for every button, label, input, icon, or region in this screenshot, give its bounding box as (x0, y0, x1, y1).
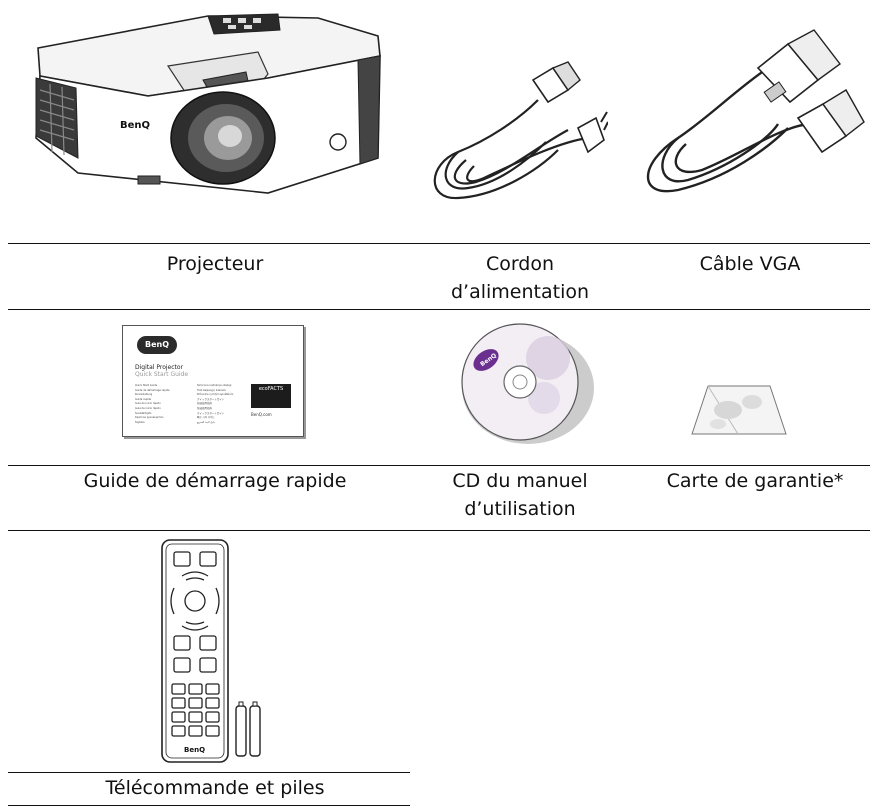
row-divider-1 (8, 243, 870, 244)
caption-quick-start-guide: Guide de démarrage rapide (83, 470, 347, 492)
projector-image: BenQ (35, 13, 381, 194)
caption-user-manual-cd-line1: CD du manuel (452, 470, 588, 492)
row-divider-2 (8, 309, 870, 310)
guide-subtitle: Quick Start Guide (135, 371, 189, 378)
batteries-image (235, 701, 261, 757)
caption-power-cord-line2: d’alimentation (450, 281, 590, 303)
guide-site: BenQ.com (251, 412, 272, 417)
caption-power-cord-line1: Cordon (485, 253, 555, 275)
caption-vga-cable: Câble VGA (699, 253, 801, 275)
projector-brand-logo: BenQ (120, 120, 150, 131)
row-divider-4 (8, 530, 870, 531)
guide-brand-logo: BenQ (137, 336, 177, 354)
guide-lines-right: Skrócona instrukcja obsługi Hızlı başlan… (197, 384, 234, 424)
remote-brand-logo: BenQ (184, 746, 205, 754)
row-divider-5 (8, 772, 410, 773)
row-divider-6 (8, 805, 410, 806)
user-manual-cd-image: BenQ (461, 323, 594, 444)
power-cord-image (433, 61, 608, 200)
guide-ecofacts-badge: ecoFACTS (251, 384, 291, 408)
guide-title: Digital Projector (135, 364, 184, 371)
caption-projector: Projecteur (166, 253, 264, 275)
caption-power-cord: Cordon d’alimentation (430, 250, 610, 306)
caption-remote-and-batteries: Télécommande et piles (105, 777, 325, 799)
row-divider-3 (8, 465, 870, 466)
caption-user-manual-cd: CD du manuel d’utilisation (420, 467, 620, 523)
guide-lines-left: Quick Start Guide Guide de démarrage rap… (135, 384, 170, 424)
warranty-card-image (691, 385, 787, 435)
caption-user-manual-cd-line2: d’utilisation (464, 498, 576, 520)
remote-control-image: BenQ (161, 539, 261, 763)
vga-cable-image (646, 29, 865, 193)
caption-warranty-card: Carte de garantie* (666, 470, 844, 492)
quick-start-guide-image: BenQ Digital Projector Quick Start Guide… (122, 325, 304, 437)
